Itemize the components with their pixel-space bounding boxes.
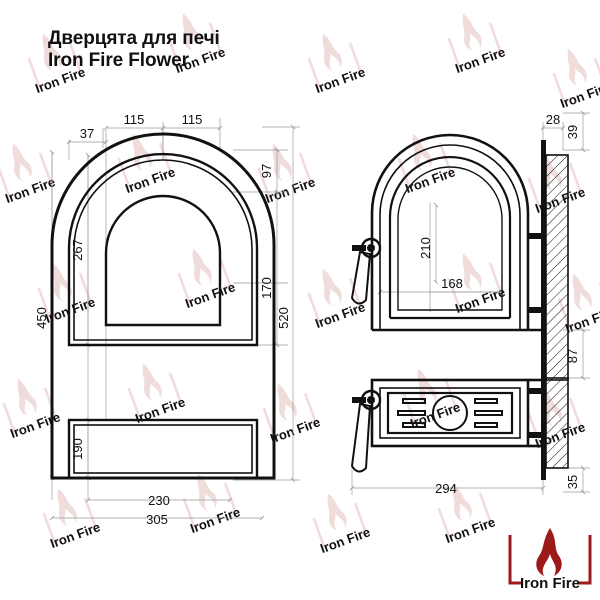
door-handle-lower <box>350 389 382 473</box>
side-view-fire-door <box>350 133 544 332</box>
wall-hatch-lower <box>545 377 569 469</box>
page-title: Дверцята для печі Iron Fire Flower <box>48 28 220 73</box>
dim-39: 39 <box>565 125 580 139</box>
dim-37: 37 <box>80 126 94 141</box>
handle-stem-upper <box>352 245 366 251</box>
handle-stem-lower <box>352 397 366 403</box>
side-door-outer-arch <box>370 133 530 330</box>
side-view-ash-door <box>350 378 544 473</box>
front-upper-door-frame-outer <box>67 152 259 347</box>
hinge-pin-top <box>528 233 544 239</box>
handle-grip-lower <box>350 402 372 473</box>
dim-170: 170 <box>259 277 274 299</box>
ash-door-outer <box>370 378 530 448</box>
hinge-pin-ash-top <box>528 388 544 394</box>
dim-305: 305 <box>146 512 168 527</box>
dim-35: 35 <box>565 475 580 489</box>
brand-logo: Iron Fire <box>505 525 595 593</box>
dim-267: 267 <box>70 239 85 261</box>
front-outer-plate <box>50 132 276 480</box>
ash-door-inner <box>386 391 514 435</box>
dim-450: 450 <box>34 307 49 329</box>
dim-190: 190 <box>70 438 85 460</box>
handle-pin-upper <box>367 244 375 252</box>
front-ash-door-frame-outer <box>67 418 259 480</box>
dim-97: 97 <box>259 164 274 178</box>
side-door-opening <box>397 166 503 311</box>
front-ash-door-frame-inner <box>73 424 253 474</box>
front-upper-door-frame-inner <box>73 159 253 341</box>
wall-hatch-upper <box>545 154 569 381</box>
dim-210: 210 <box>418 237 433 259</box>
dim-28: 28 <box>546 112 560 127</box>
dim-115-left: 115 <box>124 112 145 127</box>
hinge-pin-ash-bottom <box>528 432 544 438</box>
ash-door-mid <box>379 387 521 439</box>
logo-bracket-right <box>577 535 592 585</box>
dim-87: 87 <box>565 349 580 363</box>
hinge-pin-bottom <box>528 307 544 313</box>
dim-115-right: 115 <box>182 112 203 127</box>
dim-168: 168 <box>441 276 463 291</box>
ash-door-vent-circle <box>432 395 468 431</box>
front-upper-door-opening <box>104 194 222 327</box>
dim-230: 230 <box>148 493 170 508</box>
side-door-mid-arch <box>379 144 521 330</box>
dim-294: 294 <box>435 481 457 496</box>
front-dimension-labels: 115 115 37 450 267 190 97 170 520 230 30… <box>34 112 291 527</box>
title-line-1: Дверцята для печі <box>48 28 220 49</box>
logo-bracket-left <box>508 535 523 585</box>
side-door-inner-arch <box>388 155 512 318</box>
logo-text: Iron Fire <box>520 575 580 592</box>
flame-icon <box>536 528 562 576</box>
door-handle-upper <box>350 237 382 305</box>
ash-door-vent-slots <box>397 398 503 428</box>
wall-plate-section <box>541 140 569 480</box>
title-line-2: Iron Fire Flower <box>48 50 189 72</box>
side-dimension-labels: 28 39 210 168 87 294 35 <box>418 112 580 496</box>
dim-520: 520 <box>276 307 291 329</box>
handle-grip-upper <box>350 250 372 305</box>
front-elevation-view <box>50 132 276 480</box>
handle-pin-lower <box>367 396 375 404</box>
